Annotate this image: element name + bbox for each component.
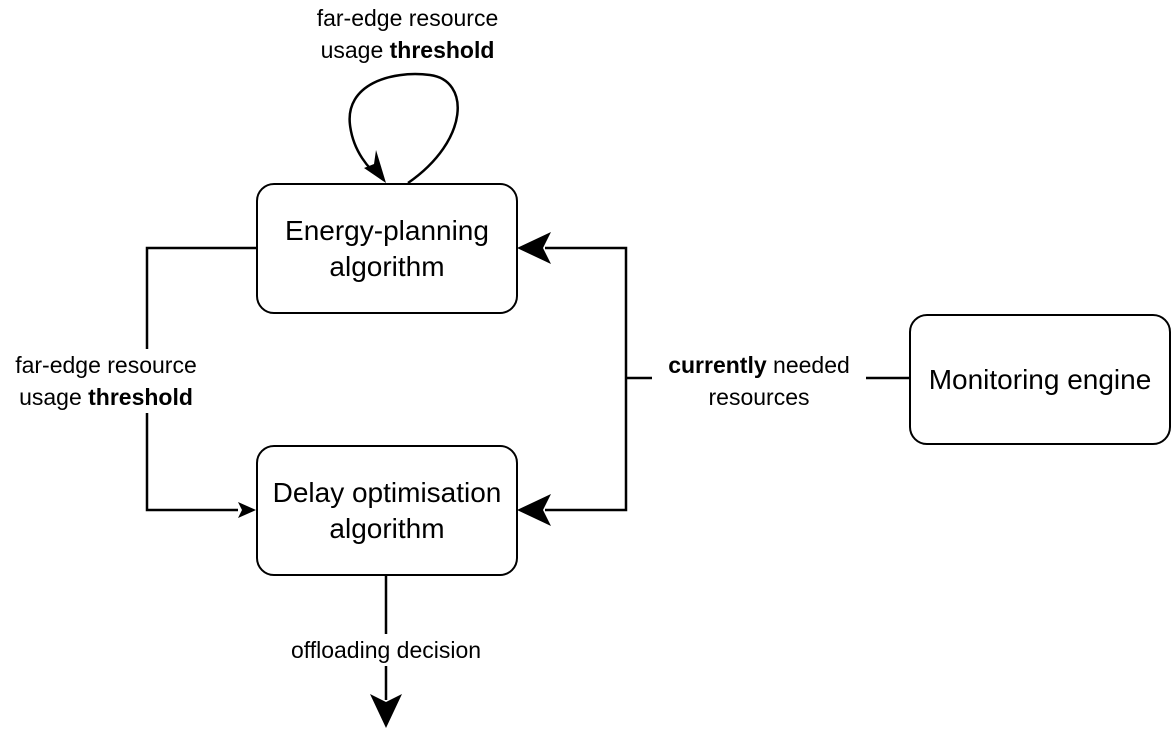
threshold-label-line1: far-edge resource <box>15 352 197 378</box>
output-edge-label: offloading decision <box>276 634 496 667</box>
resources-label-needed: needed <box>766 352 850 378</box>
threshold-label-threshold: threshold <box>88 384 193 411</box>
resources-label-currently: currently <box>668 352 767 378</box>
resources-arrowhead-upper <box>517 232 551 264</box>
resources-arrowhead-lower <box>517 494 551 526</box>
threshold-label-usage: usage <box>19 384 89 411</box>
resources-label-line1: currently needed <box>652 349 866 381</box>
self-loop-label-line2: usage threshold <box>300 34 515 66</box>
delay-optimisation-label: Delay optimisation algorithm <box>272 476 502 544</box>
delay-optimisation-node: Delay optimisation algorithm <box>256 445 518 576</box>
threshold-edge-label: far-edge resource usage threshold <box>0 349 212 414</box>
self-loop-label-line1: far-edge resource <box>316 5 499 31</box>
resources-label-line2: resources <box>708 384 810 411</box>
self-loop-label-usage: usage <box>320 37 390 64</box>
monitoring-engine-label: Monitoring engine <box>928 363 1152 395</box>
monitoring-engine-node: Monitoring engine <box>909 314 1171 445</box>
resources-edge-label: currently needed resources <box>652 349 866 414</box>
threshold-arrowhead <box>238 502 256 518</box>
energy-planning-label: Energy-planning algorithm <box>285 214 489 282</box>
self-loop-label: far-edge resource usage threshold <box>300 2 515 66</box>
energy-planning-node: Energy-planning algorithm <box>256 183 518 314</box>
self-loop-label-threshold: threshold <box>389 37 495 64</box>
self-loop-edge <box>348 72 459 185</box>
self-loop-arrowhead <box>364 150 386 183</box>
threshold-label-line2: usage threshold <box>0 381 212 413</box>
output-arrowhead <box>370 694 402 728</box>
resources-edge-upper <box>545 246 628 378</box>
resources-edge-lower <box>545 378 628 512</box>
